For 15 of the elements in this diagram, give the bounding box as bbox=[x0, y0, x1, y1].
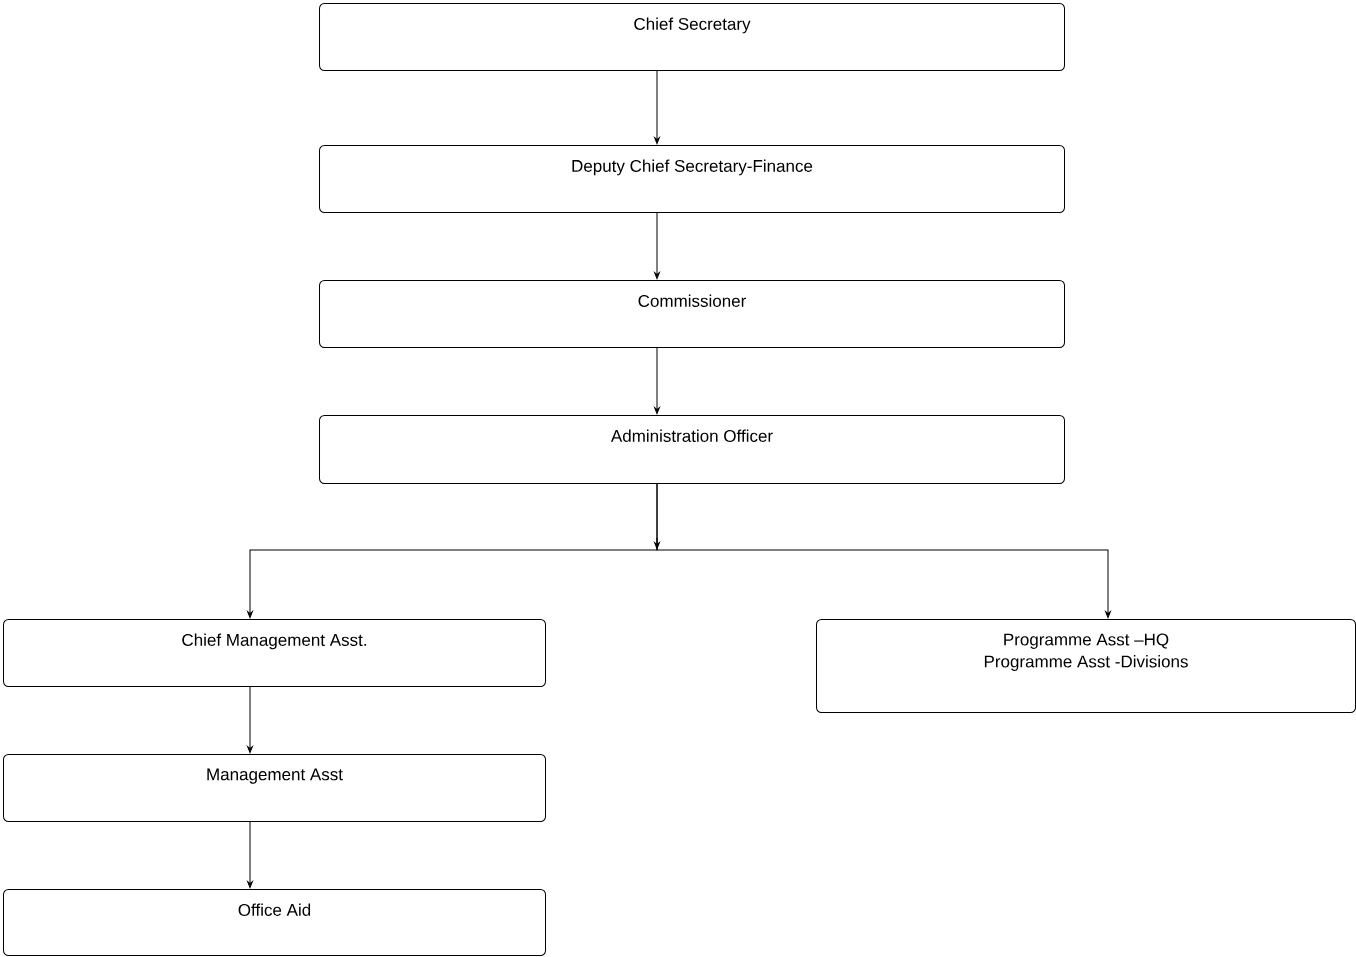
arrow bbox=[656, 482, 1111, 619]
org-box: Deputy Chief Secretary-Finance bbox=[319, 145, 1065, 213]
org-box: Administration Officer bbox=[319, 415, 1065, 484]
arrowhead bbox=[654, 537, 660, 550]
arrow bbox=[247, 685, 253, 754]
arrow bbox=[654, 69, 660, 145]
org-box: Management Asst bbox=[3, 754, 546, 822]
arrow bbox=[654, 346, 660, 415]
org-box: Chief Secretary bbox=[319, 3, 1065, 71]
org-box: Commissioner bbox=[319, 280, 1065, 348]
org-box: Chief Management Asst. bbox=[3, 619, 546, 687]
org-box: Programme Asst –HQ Programme Asst -Divisions bbox=[816, 619, 1356, 713]
org-box: Office Aid bbox=[3, 889, 546, 956]
arrow bbox=[654, 211, 660, 280]
arrow bbox=[247, 820, 253, 889]
